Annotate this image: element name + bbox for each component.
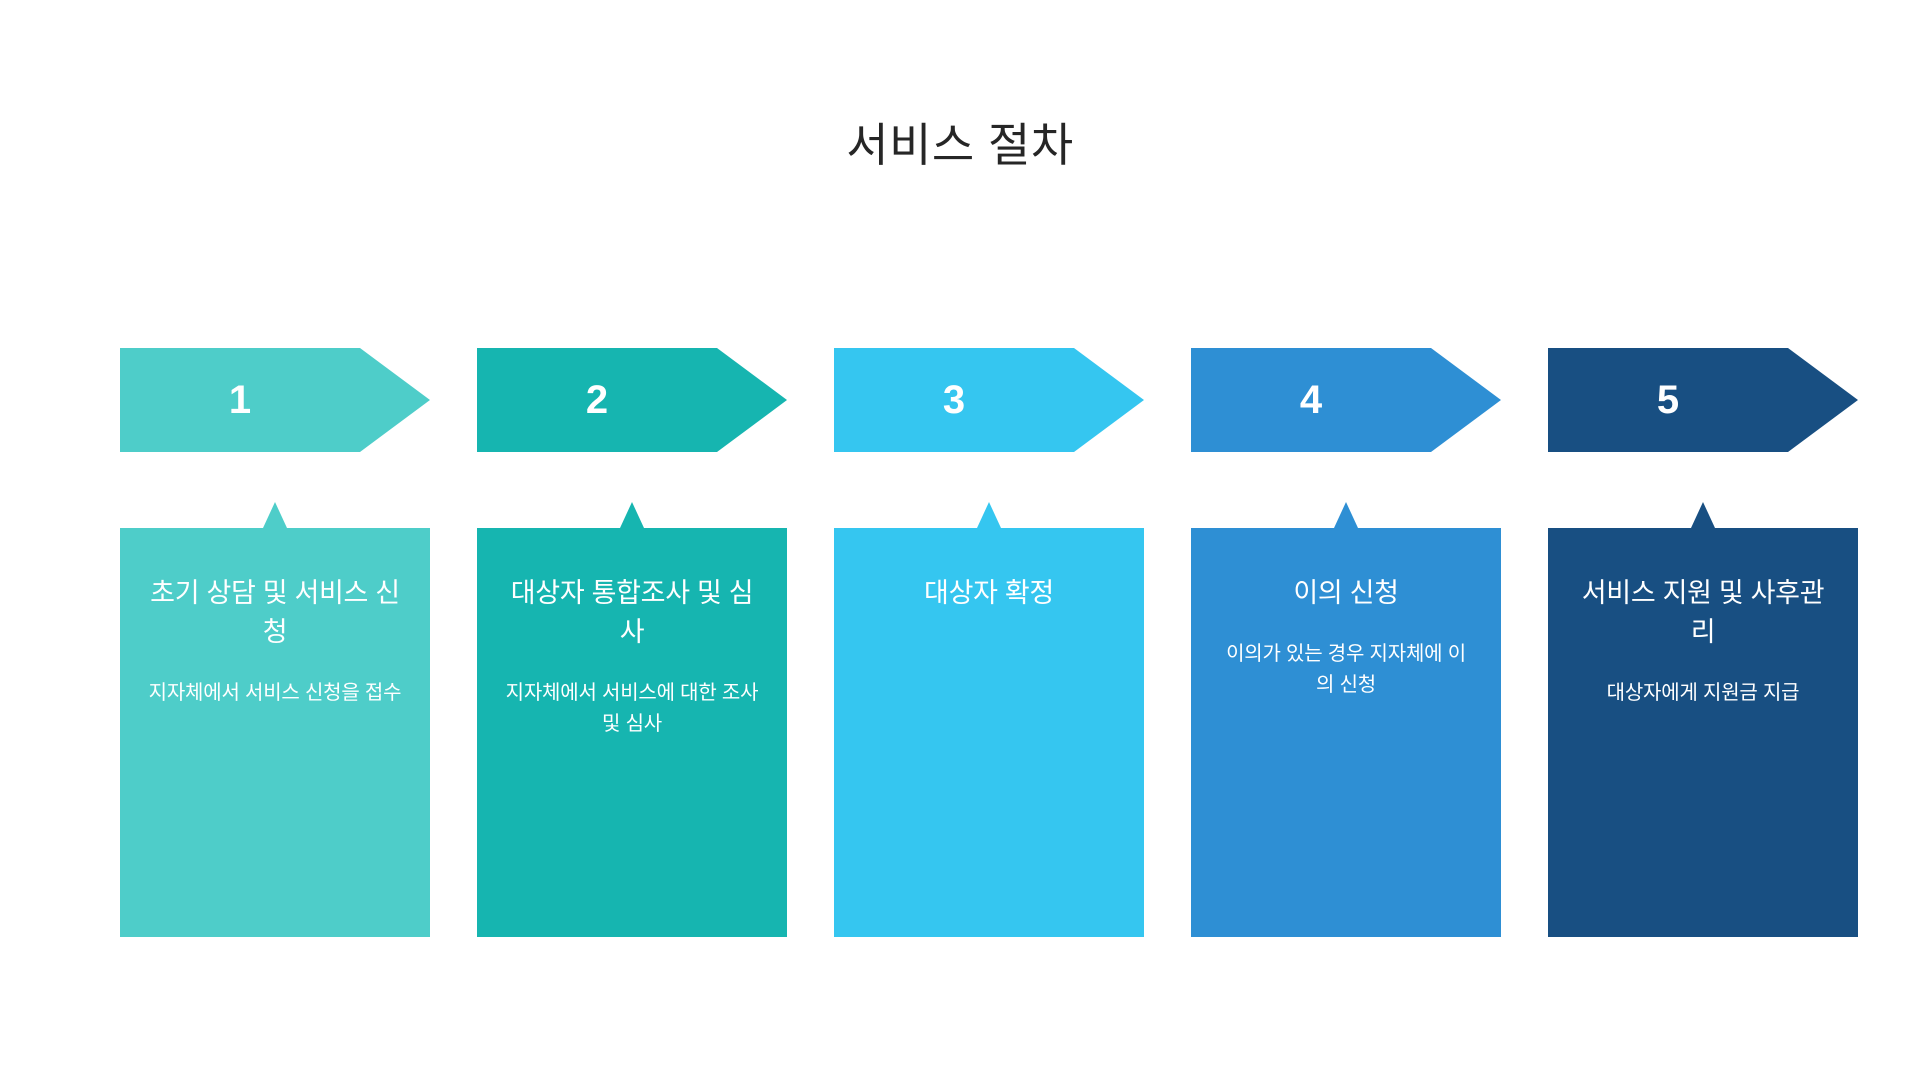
step-card: 서비스 지원 및 사후관리 대상자에게 지원금 지급 bbox=[1548, 528, 1858, 937]
step-description: 대상자에게 지원금 지급 bbox=[1606, 682, 1800, 705]
step-title: 대상자 확정 bbox=[924, 578, 1054, 608]
triangle-pointer-icon bbox=[263, 502, 287, 528]
step-card: 대상자 확정 bbox=[834, 528, 1144, 937]
triangle-pointer-icon bbox=[1691, 502, 1715, 528]
step-chevron-banner: 1 bbox=[120, 348, 430, 452]
triangle-pointer-icon bbox=[1334, 502, 1358, 528]
chevron-shape bbox=[1548, 348, 1858, 452]
process-step: 3 대상자 확정 bbox=[834, 348, 1144, 937]
chevron-shape bbox=[1191, 348, 1501, 452]
step-card: 초기 상담 및 서비스 신청 지자체에서 서비스 신청을 접수 bbox=[120, 528, 430, 937]
step-chevron-banner: 4 bbox=[1191, 348, 1501, 452]
chevron-shape bbox=[834, 348, 1144, 452]
step-chevron-banner: 5 bbox=[1548, 348, 1858, 452]
step-description: 이의가 있는 경우 지자체에 이의 신청 bbox=[1226, 643, 1466, 697]
process-flow-diagram: 1 초기 상담 및 서비스 신청 지자체에서 서비스 신청을 접수 2 대상자 … bbox=[120, 348, 1864, 948]
step-description: 지자체에서 서비스에 대한 조사 및 심사 bbox=[505, 682, 759, 736]
step-title: 이의 신청 bbox=[1293, 578, 1399, 608]
step-number: 5 bbox=[1656, 378, 1680, 422]
triangle-pointer-icon bbox=[620, 502, 644, 528]
step-title: 대상자 통합조사 및 심사 bbox=[510, 578, 754, 648]
triangle-pointer-icon bbox=[977, 502, 1001, 528]
step-title: 초기 상담 및 서비스 신청 bbox=[150, 578, 400, 648]
step-chevron-banner: 2 bbox=[477, 348, 787, 452]
process-step: 5 서비스 지원 및 사후관리 대상자에게 지원금 지급 bbox=[1548, 348, 1858, 937]
step-title: 서비스 지원 및 사후관리 bbox=[1581, 578, 1825, 648]
step-connector bbox=[120, 452, 430, 528]
step-connector bbox=[834, 452, 1144, 528]
step-number: 2 bbox=[585, 378, 609, 422]
step-card: 이의 신청 이의가 있는 경우 지자체에 이의 신청 bbox=[1191, 528, 1501, 937]
process-step: 4 이의 신청 이의가 있는 경우 지자체에 이의 신청 bbox=[1191, 348, 1501, 937]
step-number: 1 bbox=[228, 378, 252, 422]
chevron-shape bbox=[120, 348, 430, 452]
step-card: 대상자 통합조사 및 심사 지자체에서 서비스에 대한 조사 및 심사 bbox=[477, 528, 787, 937]
page-title: 서비스 절차 bbox=[846, 119, 1074, 171]
step-connector bbox=[1548, 452, 1858, 528]
step-connector bbox=[477, 452, 787, 528]
process-step: 2 대상자 통합조사 및 심사 지자체에서 서비스에 대한 조사 및 심사 bbox=[477, 348, 787, 937]
process-step: 1 초기 상담 및 서비스 신청 지자체에서 서비스 신청을 접수 bbox=[120, 348, 430, 937]
step-connector bbox=[1191, 452, 1501, 528]
step-chevron-banner: 3 bbox=[834, 348, 1144, 452]
chevron-shape bbox=[477, 348, 787, 452]
step-description: 지자체에서 서비스 신청을 접수 bbox=[148, 682, 402, 705]
step-number: 3 bbox=[942, 378, 966, 422]
step-number: 4 bbox=[1299, 378, 1323, 422]
